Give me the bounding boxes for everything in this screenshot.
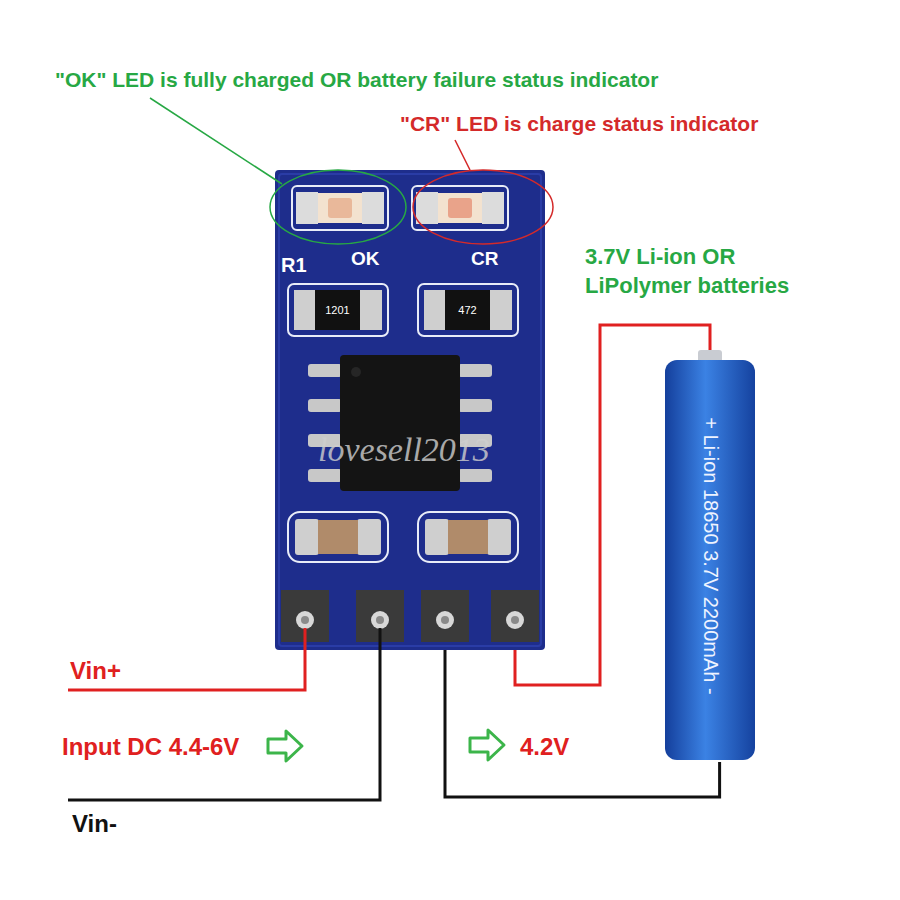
battery-cell: + Li-ion 18650 3.7V 2200mAh - bbox=[662, 350, 758, 762]
pcb-edge bbox=[279, 174, 541, 646]
voltage-note: Input DC 4.4-6V bbox=[62, 731, 239, 762]
header-pins bbox=[281, 590, 539, 642]
wire-vin-plus bbox=[68, 628, 305, 690]
led-ok bbox=[292, 186, 388, 230]
watermark: lovesell2013 bbox=[318, 428, 490, 472]
highlight-ellipse bbox=[270, 170, 406, 244]
resistor-code: 1201 bbox=[315, 290, 360, 330]
leader-line bbox=[150, 98, 282, 184]
battery-note: 3.7V Li-ion OR LiPolymer batteries bbox=[585, 243, 835, 300]
highlight-ellipse bbox=[413, 170, 553, 244]
callout-text: "OK" LED is fully charged OR battery fai… bbox=[55, 66, 658, 93]
voltage-note: 4.2V bbox=[520, 731, 569, 762]
callout-text: "CR" LED is charge status indicator bbox=[400, 110, 758, 137]
resistor-r1 bbox=[288, 284, 388, 336]
battery-print: + Li-ion 18650 3.7V 2200mAh - bbox=[699, 417, 722, 694]
pin-name: Vin- bbox=[72, 808, 117, 839]
led-cr bbox=[412, 186, 508, 230]
direction-arrow bbox=[470, 730, 504, 760]
silkscreen-ref: R1 bbox=[281, 254, 307, 277]
battery-body bbox=[665, 360, 755, 760]
capacitor-2 bbox=[418, 512, 518, 562]
silkscreen-led: CR bbox=[471, 248, 498, 270]
wire-vin-minus bbox=[68, 628, 380, 800]
pcb-board: R1 OK CR 1201 472 bbox=[275, 170, 545, 650]
charger-ic bbox=[308, 355, 492, 491]
resistor-r2 bbox=[418, 284, 518, 336]
silkscreen-led: OK bbox=[351, 248, 380, 270]
leader-line bbox=[455, 140, 470, 170]
pin-name: Vin+ bbox=[70, 655, 121, 686]
capacitor-1 bbox=[288, 512, 388, 562]
direction-arrow bbox=[268, 731, 302, 761]
resistor-code: 472 bbox=[445, 290, 490, 330]
